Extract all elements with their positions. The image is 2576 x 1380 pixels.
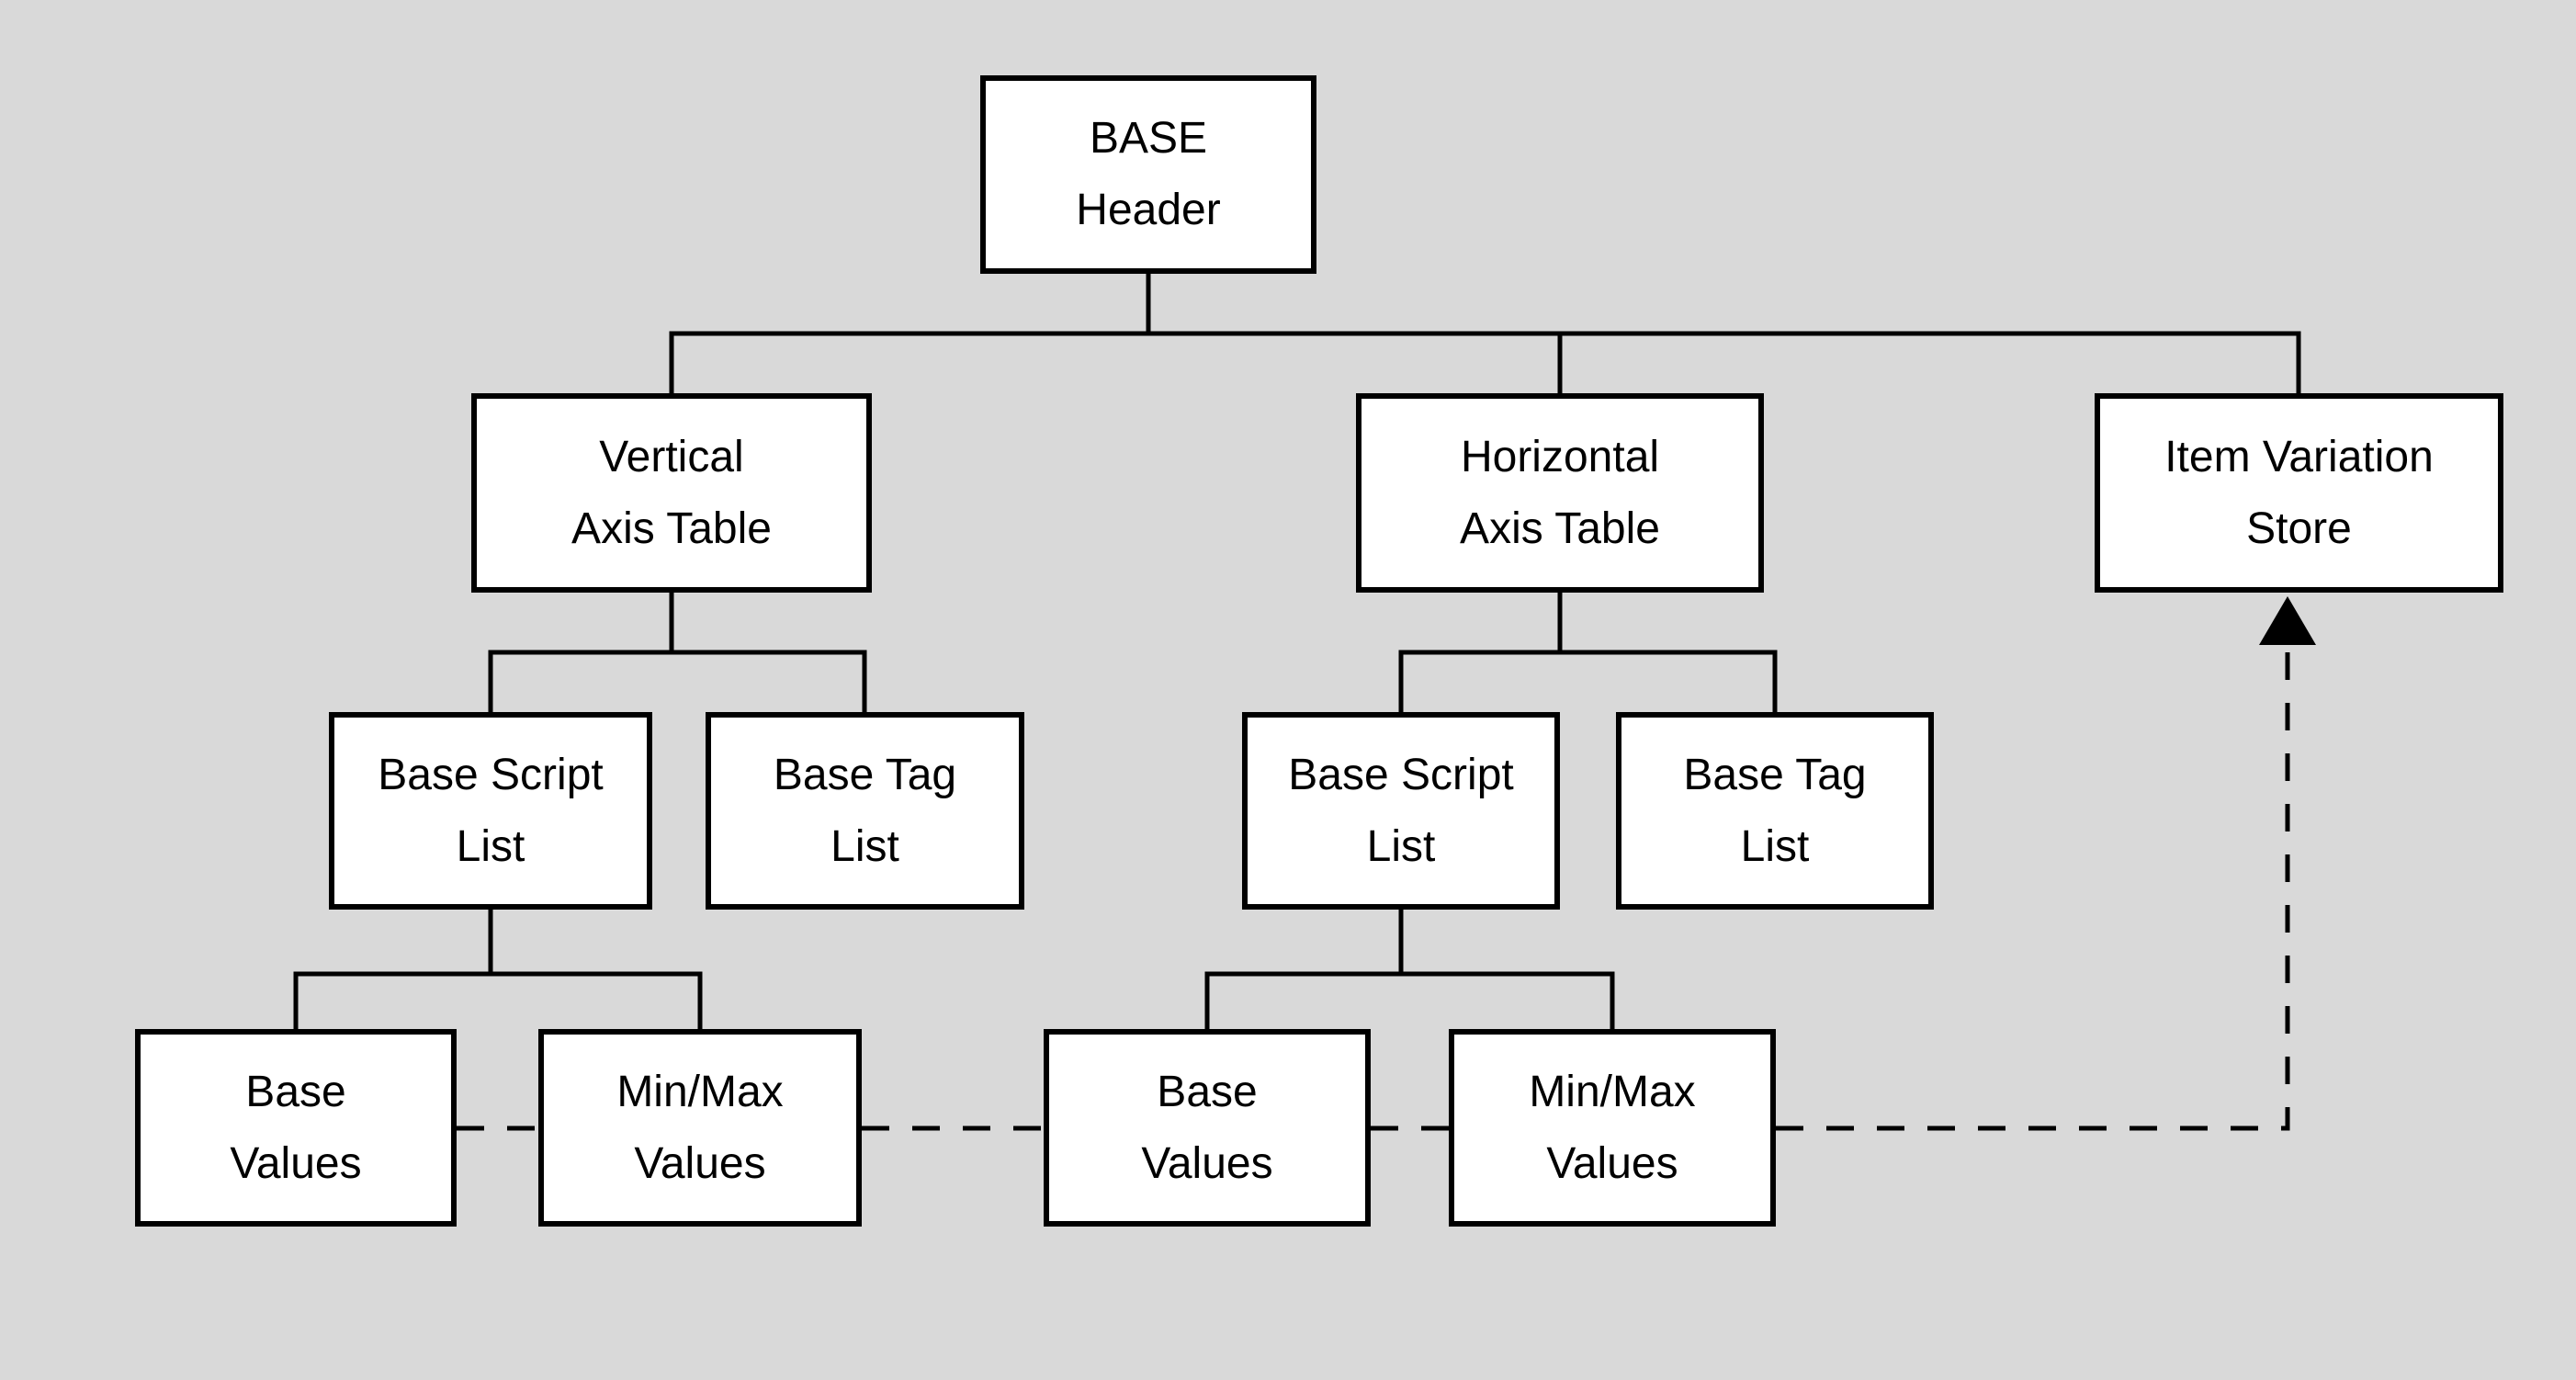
node-label-line1: Min/Max (1529, 1067, 1696, 1116)
node-label-line2: List (1366, 821, 1436, 871)
node-label-line2: Axis Table (571, 503, 772, 553)
node-base-script-list-vertical: Base Script List (329, 712, 652, 910)
node-label-line2: List (830, 821, 899, 871)
node-label-line2: Header (1076, 186, 1221, 234)
node-vertical-axis-table: Vertical Axis Table (471, 393, 872, 593)
node-label-line2: List (456, 821, 525, 871)
node-item-variation-store: Item Variation Store (2095, 393, 2503, 593)
node-label-line1: Base (1157, 1067, 1258, 1116)
node-label-line2: Values (1141, 1138, 1273, 1188)
node-label-line2: Values (230, 1138, 362, 1188)
node-base-tag-list-horizontal: Base Tag List (1616, 712, 1934, 910)
node-base-tag-list-vertical: Base Tag List (706, 712, 1024, 910)
node-label-line1: Vertical (599, 432, 744, 481)
arrow-up-icon (2259, 596, 2316, 645)
node-label-line1: Item Variation (2164, 432, 2434, 481)
node-label-line1: Base Script (378, 750, 604, 799)
node-label-line2: List (1740, 821, 1810, 871)
node-label-line1: Base (245, 1067, 346, 1116)
node-horizontal-axis-table: Horizontal Axis Table (1356, 393, 1764, 593)
node-label-line1: Base Tag (1683, 750, 1867, 799)
tree-connector-lines (293, 274, 2301, 1029)
node-label-line2: Store (2246, 503, 2352, 553)
node-label-line2: Values (1546, 1138, 1678, 1188)
node-label-line2: Values (634, 1138, 766, 1188)
node-minmax-values-vertical: Min/Max Values (538, 1029, 862, 1227)
node-base-script-list-horizontal: Base Script List (1242, 712, 1560, 910)
node-label-line1: Base Script (1288, 750, 1514, 799)
node-label-line2: Axis Table (1460, 503, 1660, 553)
node-minmax-values-horizontal: Min/Max Values (1449, 1029, 1776, 1227)
node-label-line1: Min/Max (616, 1067, 784, 1116)
node-label-line1: BASE (1089, 114, 1208, 163)
node-base-values-horizontal: Base Values (1044, 1029, 1371, 1227)
node-base-values-vertical: Base Values (135, 1029, 457, 1227)
node-label-line1: Base Tag (773, 750, 957, 799)
node-label-line1: Horizontal (1460, 432, 1660, 481)
node-base-header: BASE Header (980, 75, 1316, 274)
